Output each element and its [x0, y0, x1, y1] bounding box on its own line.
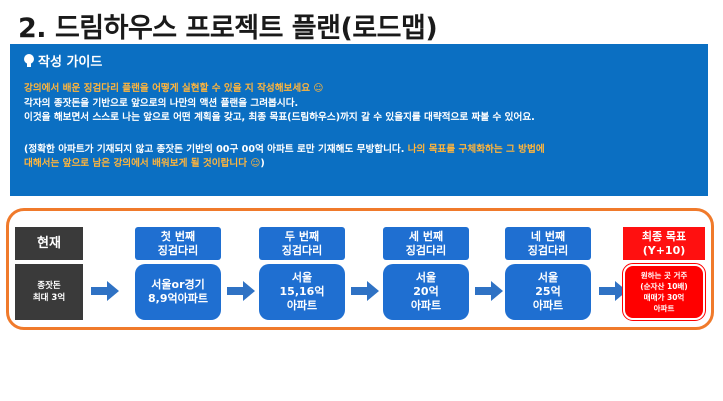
lightbulb-icon: [24, 53, 34, 68]
step-1-label: 첫 번째 징검다리: [135, 227, 221, 260]
final-box: 원하는 곳 거주 (순자산 10배) 매매가 30억 아파트: [622, 263, 706, 321]
guide-line-2: 각자의 종잣돈을 기반으로 앞으로의 나만의 액션 플랜을 그려봅시다.: [24, 97, 299, 109]
final-label-line-2: (Y+10): [642, 243, 686, 257]
step-2-label: 두 번째 징검다리: [259, 227, 345, 260]
step-2-line-3: 아파트: [286, 299, 318, 312]
guide-note-orange-2: 대해서는 앞으로 남은 강의에서 배워보게 될 것이랍니다 ☺: [24, 158, 261, 169]
step-3-label-line-1: 세 번째: [408, 229, 444, 243]
step-2-line-1: 서울: [291, 271, 313, 284]
step-4-label: 네 번째 징검다리: [505, 227, 591, 260]
guide-note-line-2: 대해서는 앞으로 남은 강의에서 배워보게 될 것이랍니다 ☺): [24, 157, 700, 172]
final-line-3: 매매가 30억: [643, 293, 685, 302]
final-line-4: 아파트: [653, 304, 675, 313]
arrow-right-icon: [475, 281, 503, 301]
guide-panel: 작성 가이드 강의에서 배운 징검다리 플랜을 어떻게 실현할 수 있을 지 작…: [10, 44, 708, 196]
step-3-label: 세 번째 징검다리: [383, 227, 469, 260]
guide-note-orange: 나의 목표를 구체화하는 그 방법에: [407, 143, 545, 155]
step-3-line-3: 아파트: [410, 299, 442, 312]
current-line-2: 최대 3억: [32, 293, 66, 303]
final-line-1: 원하는 곳 거주: [640, 271, 688, 280]
arrow-right-icon: [599, 281, 627, 301]
step-4-label-line-2: 징검다리: [527, 243, 569, 257]
step-4-line-1: 서울: [537, 271, 559, 284]
final-label-line-1: 최종 목표: [641, 229, 687, 243]
step-3-label-line-2: 징검다리: [405, 243, 447, 257]
guide-line-1: 강의에서 배운 징검다리 플랜을 어떻게 실현할 수 있을 지 작성해보세요 ☺: [24, 83, 324, 94]
guide-note-line-1: (정확한 아파트가 기재되지 않고 종잣돈 기반의 00구 00억 아파트 로만…: [24, 143, 700, 158]
arrow-right-icon: [227, 281, 255, 301]
step-4-line-2: 25억: [535, 285, 561, 298]
guide-heading-text: 작성 가이드: [38, 55, 103, 70]
current-box: 종잣돈 최대 3억: [15, 264, 83, 320]
step-2-label-line-2: 징검다리: [281, 243, 323, 257]
step-1-label-line-1: 첫 번째: [160, 229, 196, 243]
step-1-line-2: 8,9억아파트: [148, 292, 208, 305]
final-label: 최종 목표 (Y+10): [623, 227, 705, 260]
arrow-right-icon: [91, 281, 119, 301]
step-3-line-2: 20억: [413, 285, 439, 298]
step-3-line-1: 서울: [415, 271, 437, 284]
step-1-label-line-2: 징검다리: [157, 243, 199, 257]
guide-note-end: ): [260, 158, 265, 169]
guide-body: 강의에서 배운 징검다리 플랜을 어떻게 실현할 수 있을 지 작성해보세요 ☺…: [24, 82, 700, 172]
final-line-2: (순자산 10배): [640, 282, 688, 291]
guide-heading: 작성 가이드: [24, 51, 102, 70]
page-title: 2. 드림하우스 프로젝트 플랜(로드맵): [18, 13, 438, 44]
step-2-label-line-1: 두 번째: [284, 229, 320, 243]
step-4-line-3: 아파트: [532, 299, 564, 312]
guide-note-white: (정확한 아파트가 기재되지 않고 종잣돈 기반의 00구 00억 아파트 로만…: [24, 143, 408, 155]
guide-line-3: 이것을 해보면서 스스로 나는 앞으로 어떤 계획을 갖고, 최종 목표(드림하…: [24, 112, 535, 123]
roadmap-frame: 현재 종잣돈 최대 3억 첫 번째 징검다리 서울or경기 8,9억아파트 두 …: [6, 208, 714, 330]
current-label: 현재: [15, 227, 83, 260]
step-4-label-line-1: 네 번째: [530, 229, 566, 243]
step-4-box: 서울 25억 아파트: [505, 264, 591, 320]
step-1-line-1: 서울or경기: [151, 278, 205, 291]
step-3-box: 서울 20억 아파트: [383, 264, 469, 320]
step-2-line-2: 15,16억: [279, 285, 325, 298]
current-line-1: 종잣돈: [37, 281, 61, 291]
step-2-box: 서울 15,16억 아파트: [259, 264, 345, 320]
arrow-right-icon: [351, 281, 379, 301]
step-1-box: 서울or경기 8,9억아파트: [135, 264, 221, 320]
